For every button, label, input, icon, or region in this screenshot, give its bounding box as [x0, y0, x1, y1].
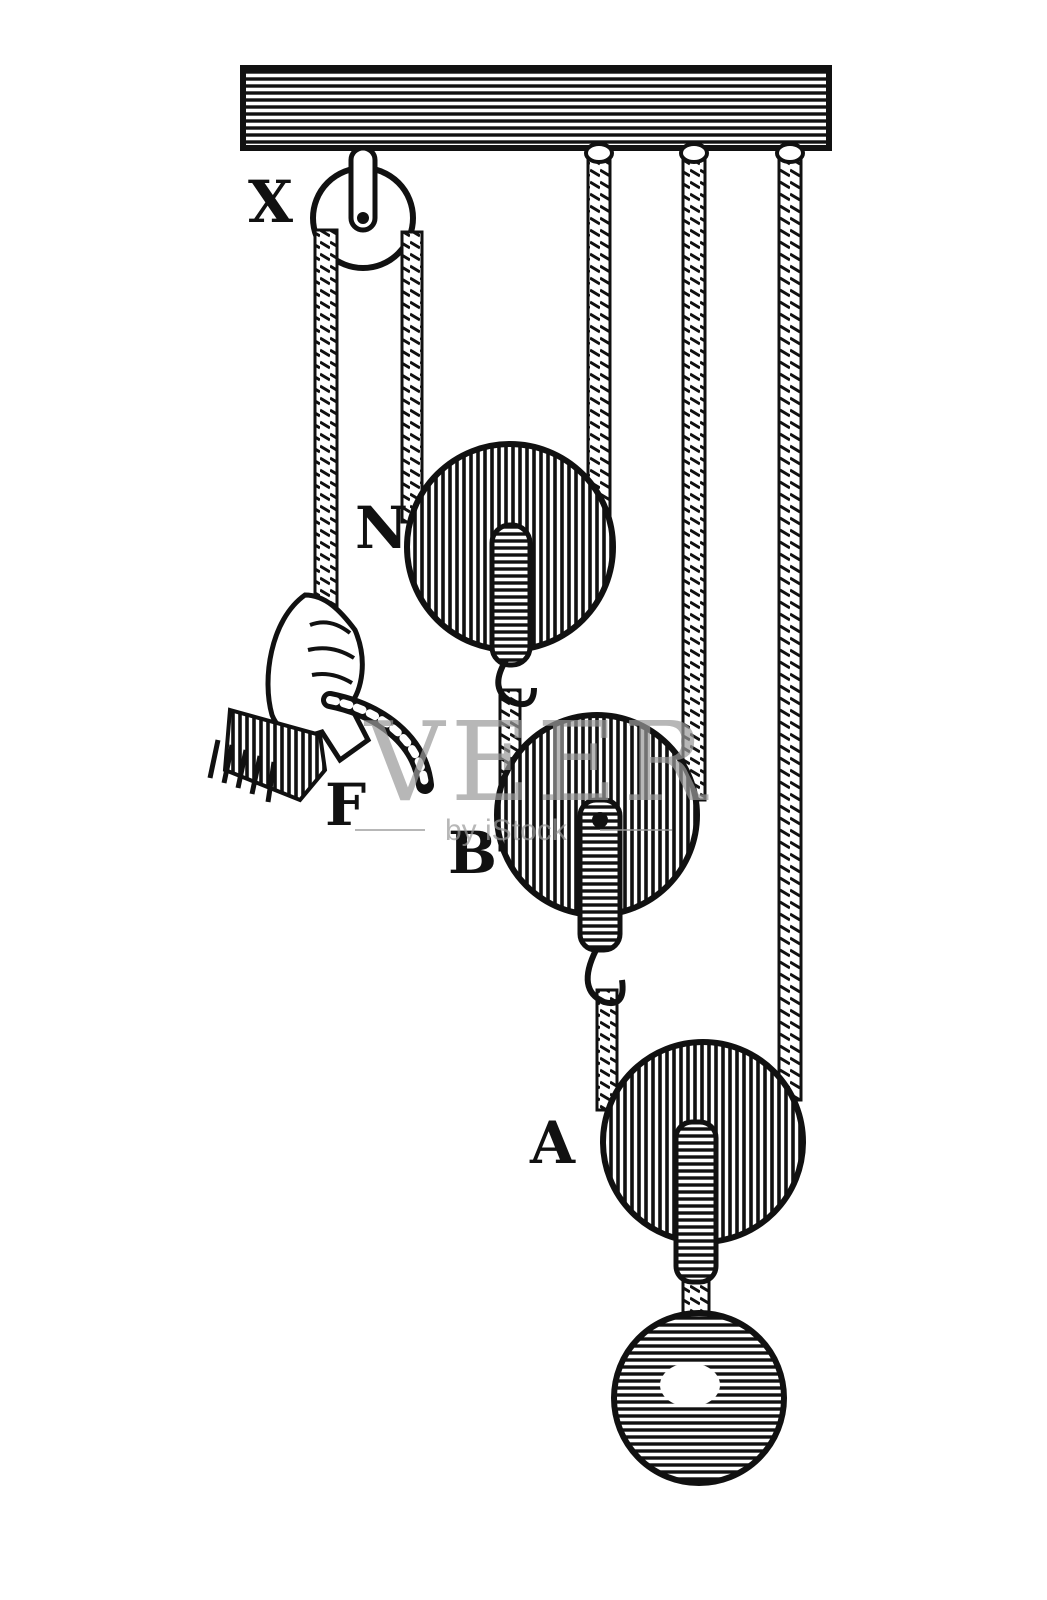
label-n: N	[355, 494, 408, 562]
watermark-main: VEER	[363, 698, 712, 826]
label-f: F	[325, 771, 366, 839]
label-a: A	[529, 1109, 576, 1177]
rope-x-left	[313, 228, 339, 612]
movable-pulley-n	[404, 441, 616, 708]
label-x: X	[248, 168, 293, 236]
movable-pulley-a	[600, 1039, 806, 1285]
watermark-sub: by iStock	[445, 814, 568, 847]
rope-n-right	[586, 148, 612, 520]
pulling-hand	[207, 592, 434, 803]
rope-x-right	[400, 230, 424, 524]
watermark: VEER by iStock	[355, 698, 712, 847]
beam-anchors	[584, 142, 805, 164]
weight-ball	[611, 1310, 787, 1486]
label-b: B	[448, 819, 497, 887]
movable-pulley-b	[494, 712, 700, 1006]
rope-a-right	[777, 148, 803, 1102]
ceiling-beam	[240, 65, 832, 151]
